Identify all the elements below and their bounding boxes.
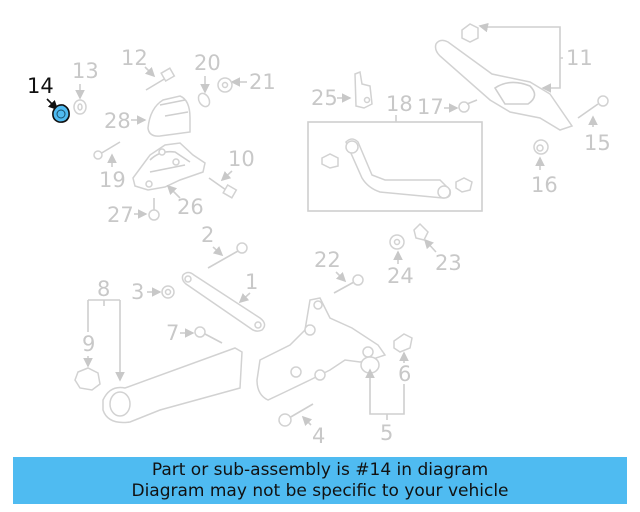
part-14-nut[interactable]: 14 [27,74,70,123]
svg-text:18: 18 [386,92,413,116]
part-7-bolt: 7 [166,321,223,345]
part-2-bolt: 2 [201,223,248,269]
part-27-screw: 27 [107,198,160,227]
part-20-washer: 20 [194,51,221,108]
part-knuckle [256,297,387,401]
part-22-bolt: 22 [314,248,364,294]
svg-text:26: 26 [177,195,204,219]
svg-text:9: 9 [82,332,95,356]
svg-text:11: 11 [566,46,593,70]
part-24-nut: 24 [387,234,414,288]
svg-text:10: 10 [228,147,255,171]
part-3-nut: 3 [131,280,175,304]
svg-text:8: 8 [97,277,110,301]
part-23-plate: 23 [413,222,462,275]
svg-text:6: 6 [398,362,411,386]
part-1-link: 1 [181,270,266,332]
part-10-bolt: 10 [208,147,255,199]
part-21-nut: 21 [217,70,276,94]
part-4-bolt: 4 [278,403,325,448]
svg-text:2: 2 [201,223,214,247]
part-8-trailing-arm: 8 9 [74,277,243,424]
svg-text:22: 22 [314,248,341,272]
svg-text:13: 13 [72,59,99,83]
svg-text:5: 5 [380,421,393,445]
svg-text:24: 24 [387,264,414,288]
svg-text:23: 23 [435,251,462,275]
part-16-bushing: 16 [531,139,558,197]
svg-text:25: 25 [311,86,338,110]
part-25-bracket: 25 [311,70,373,110]
part-28-cover: 28 [104,95,191,137]
callout-14: 14 [27,74,54,98]
banner-line-part: Part or sub-assembly is #14 in diagram [151,460,489,480]
info-banner: Part or sub-assembly is #14 in diagram D… [13,457,627,504]
part-11-lower-arm: 11 [434,22,593,131]
part-19-bolt: 19 [93,141,126,192]
banner-line-disclaimer: Diagram may not be specific to your vehi… [131,481,509,501]
part-6-bushing: 6 [393,333,413,386]
part-26-mount: 26 [132,142,206,219]
part-15-bolt: 15 [577,95,611,155]
svg-text:20: 20 [194,51,221,75]
svg-text:7: 7 [166,321,179,345]
part-13-washer: 13 [72,59,99,115]
svg-text:3: 3 [131,280,144,304]
svg-text:4: 4 [312,424,325,448]
svg-text:27: 27 [107,203,134,227]
svg-text:17: 17 [417,95,444,119]
svg-text:15: 15 [584,131,611,155]
svg-text:21: 21 [249,70,276,94]
svg-text:12: 12 [121,46,148,70]
svg-text:1: 1 [245,270,258,294]
part-5-bracket-callout: 5 [365,368,405,445]
svg-text:28: 28 [104,109,131,133]
part-18-upper-arm: 18 [307,92,483,212]
part-12-bolt: 12 [121,46,176,91]
part-17-bolt: 17 [417,95,478,119]
svg-text:19: 19 [99,168,126,192]
svg-text:16: 16 [531,173,558,197]
